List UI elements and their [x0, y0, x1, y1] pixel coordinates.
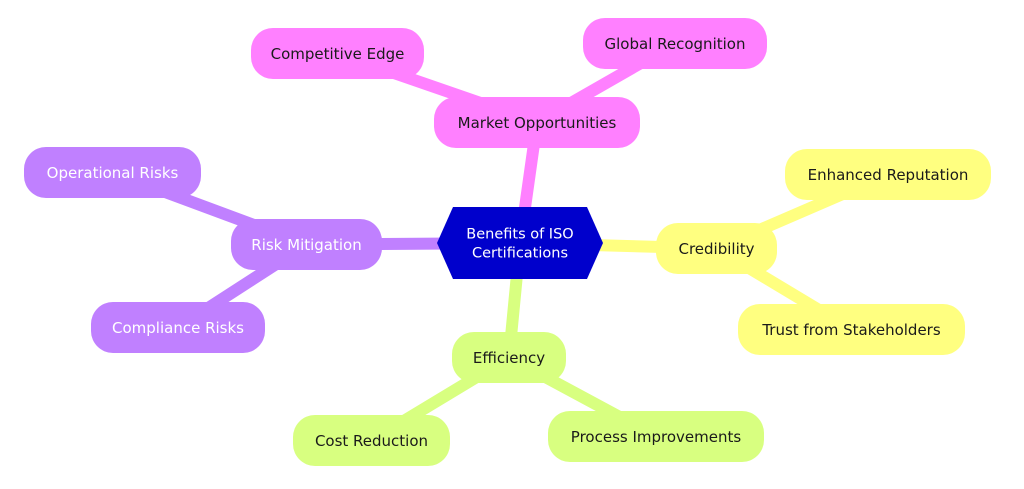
node-risk-mitigation-shape [231, 219, 382, 270]
node-competitive-edge: Competitive Edge [251, 28, 424, 79]
node-credibility-label: Credibility [678, 240, 754, 258]
node-efficiency-shape [452, 332, 566, 383]
node-enhanced-reputation-label: Enhanced Reputation [808, 166, 969, 184]
node-market-opportunities-shape [434, 97, 640, 148]
node-risk-mitigation: Risk Mitigation [231, 219, 382, 270]
node-compliance-risks-label: Compliance Risks [112, 319, 244, 337]
node-market-opportunities-label: Market Opportunities [458, 114, 617, 132]
node-credibility: Credibility [656, 223, 777, 274]
center-topic-line-1: Benefits of ISO [466, 227, 573, 243]
node-process-improvements-label: Process Improvements [571, 428, 742, 446]
node-competitive-edge-label: Competitive Edge [271, 45, 405, 63]
node-global-recognition-shape [583, 18, 767, 69]
node-operational-risks-label: Operational Risks [47, 164, 179, 182]
node-efficiency-label: Efficiency [473, 349, 545, 367]
center-topic-line-2: Certifications [472, 246, 568, 262]
node-trust-from-stakeholders: Trust from Stakeholders [738, 304, 965, 355]
node-process-improvements: Process Improvements [548, 411, 764, 462]
node-trust-from-stakeholders-label: Trust from Stakeholders [761, 321, 941, 339]
node-enhanced-reputation: Enhanced Reputation [785, 149, 991, 200]
node-cost-reduction-shape [293, 415, 450, 466]
node-global-recognition-label: Global Recognition [605, 35, 746, 53]
node-credibility-shape [656, 223, 777, 274]
node-risk-mitigation-label: Risk Mitigation [251, 236, 361, 254]
node-operational-risks-shape [24, 147, 201, 198]
node-center-topic: Benefits of ISO Certifications [437, 207, 603, 279]
node-competitive-edge-shape [251, 28, 424, 79]
node-efficiency: Efficiency [452, 332, 566, 383]
node-global-recognition: Global Recognition [583, 18, 767, 69]
node-compliance-risks-shape [91, 302, 265, 353]
node-cost-reduction-label: Cost Reduction [315, 432, 428, 450]
node-trust-from-stakeholders-shape [738, 304, 965, 355]
node-process-improvements-shape [548, 411, 764, 462]
node-compliance-risks: Compliance Risks [91, 302, 265, 353]
center-hexagon-shape [437, 207, 603, 279]
node-market-opportunities: Market Opportunities [434, 97, 640, 148]
node-operational-risks: Operational Risks [24, 147, 201, 198]
node-layer: Competitive Edge Global RecognitionMarket… [24, 18, 991, 466]
node-cost-reduction: Cost Reduction [293, 415, 450, 466]
node-enhanced-reputation-shape [785, 149, 991, 200]
